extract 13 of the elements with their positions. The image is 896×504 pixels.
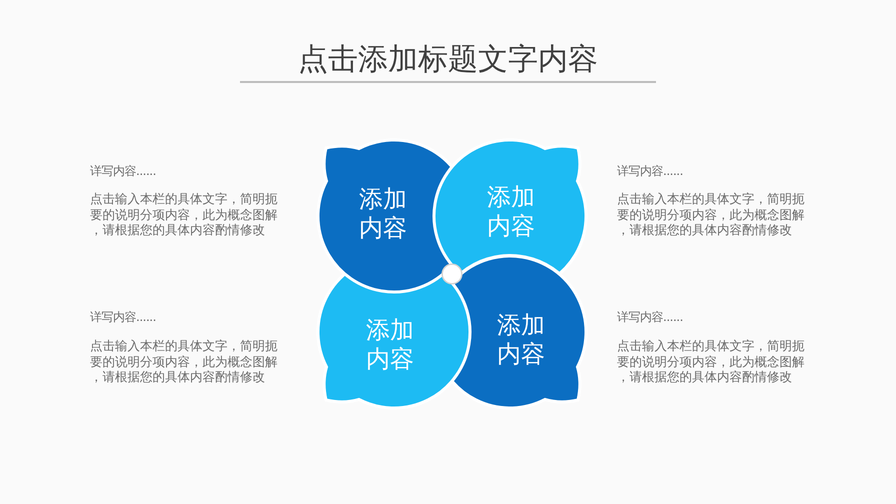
detail-heading: 详写内容......: [90, 309, 156, 325]
description-text: 点击输入本栏的具体文字，简明扼要的说明分项内容，此为概念图解，请根据您的具体内容酌情修改: [90, 192, 278, 238]
bubble-label: 添加内容: [496, 311, 546, 369]
title: 点击添加标题文字内容: [298, 42, 598, 78]
detail-heading: 详写内容......: [617, 163, 683, 179]
detail-heading: 详写内容......: [617, 309, 683, 325]
bubble-label: 添加内容: [486, 183, 536, 241]
description-text: 点击输入本栏的具体文字，简明扼要的说明分项内容，此为概念图解，请根据您的具体内容酌情修改: [617, 339, 806, 386]
bubble-label: 添加内容: [358, 185, 408, 243]
detail-heading: 详写内容......: [90, 163, 156, 179]
bubble-label: 添加内容: [365, 316, 415, 374]
description-text: 点击输入本栏的具体文字，简明扼要的说明分项内容，此为概念图解，请根据您的具体内容酌情修改: [617, 192, 806, 238]
description-text: 点击输入本栏的具体文字，简明扼要的说明分项内容，此为概念图解，请根据您的具体内容酌情修改: [90, 339, 278, 386]
